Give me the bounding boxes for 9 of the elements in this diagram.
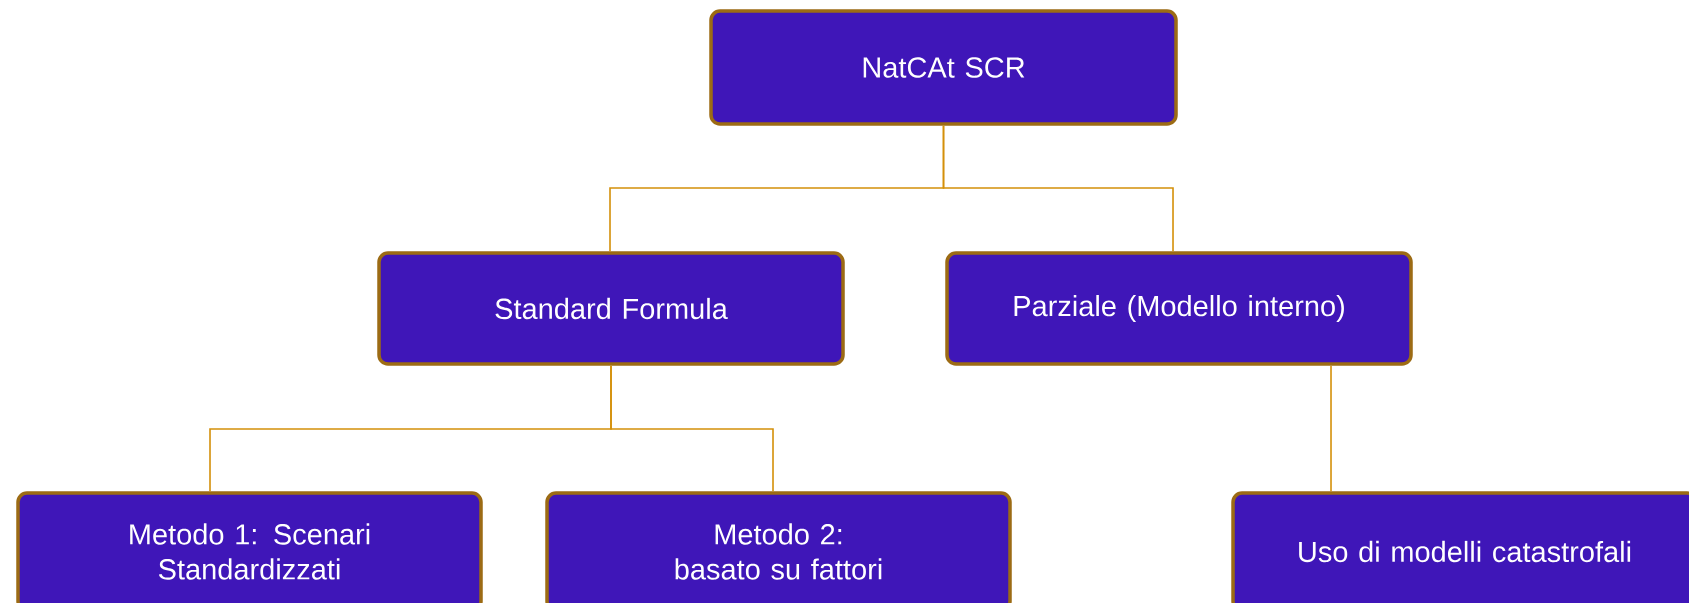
process-box: Metodo 2: basato su fattori — [545, 491, 1012, 603]
process-box: Standard Formula — [377, 251, 845, 366]
connector-line — [942, 124, 1174, 253]
connector-line — [1330, 364, 1332, 493]
process-box: Parziale (Modello interno) — [945, 251, 1413, 366]
process-box: Uso di modelli catastrofali — [1231, 491, 1689, 603]
connector-line — [610, 364, 774, 493]
process-box: NatCAt SCR — [709, 9, 1178, 126]
process-box: Metodo 1: Scenari Standardizzati — [16, 491, 483, 603]
